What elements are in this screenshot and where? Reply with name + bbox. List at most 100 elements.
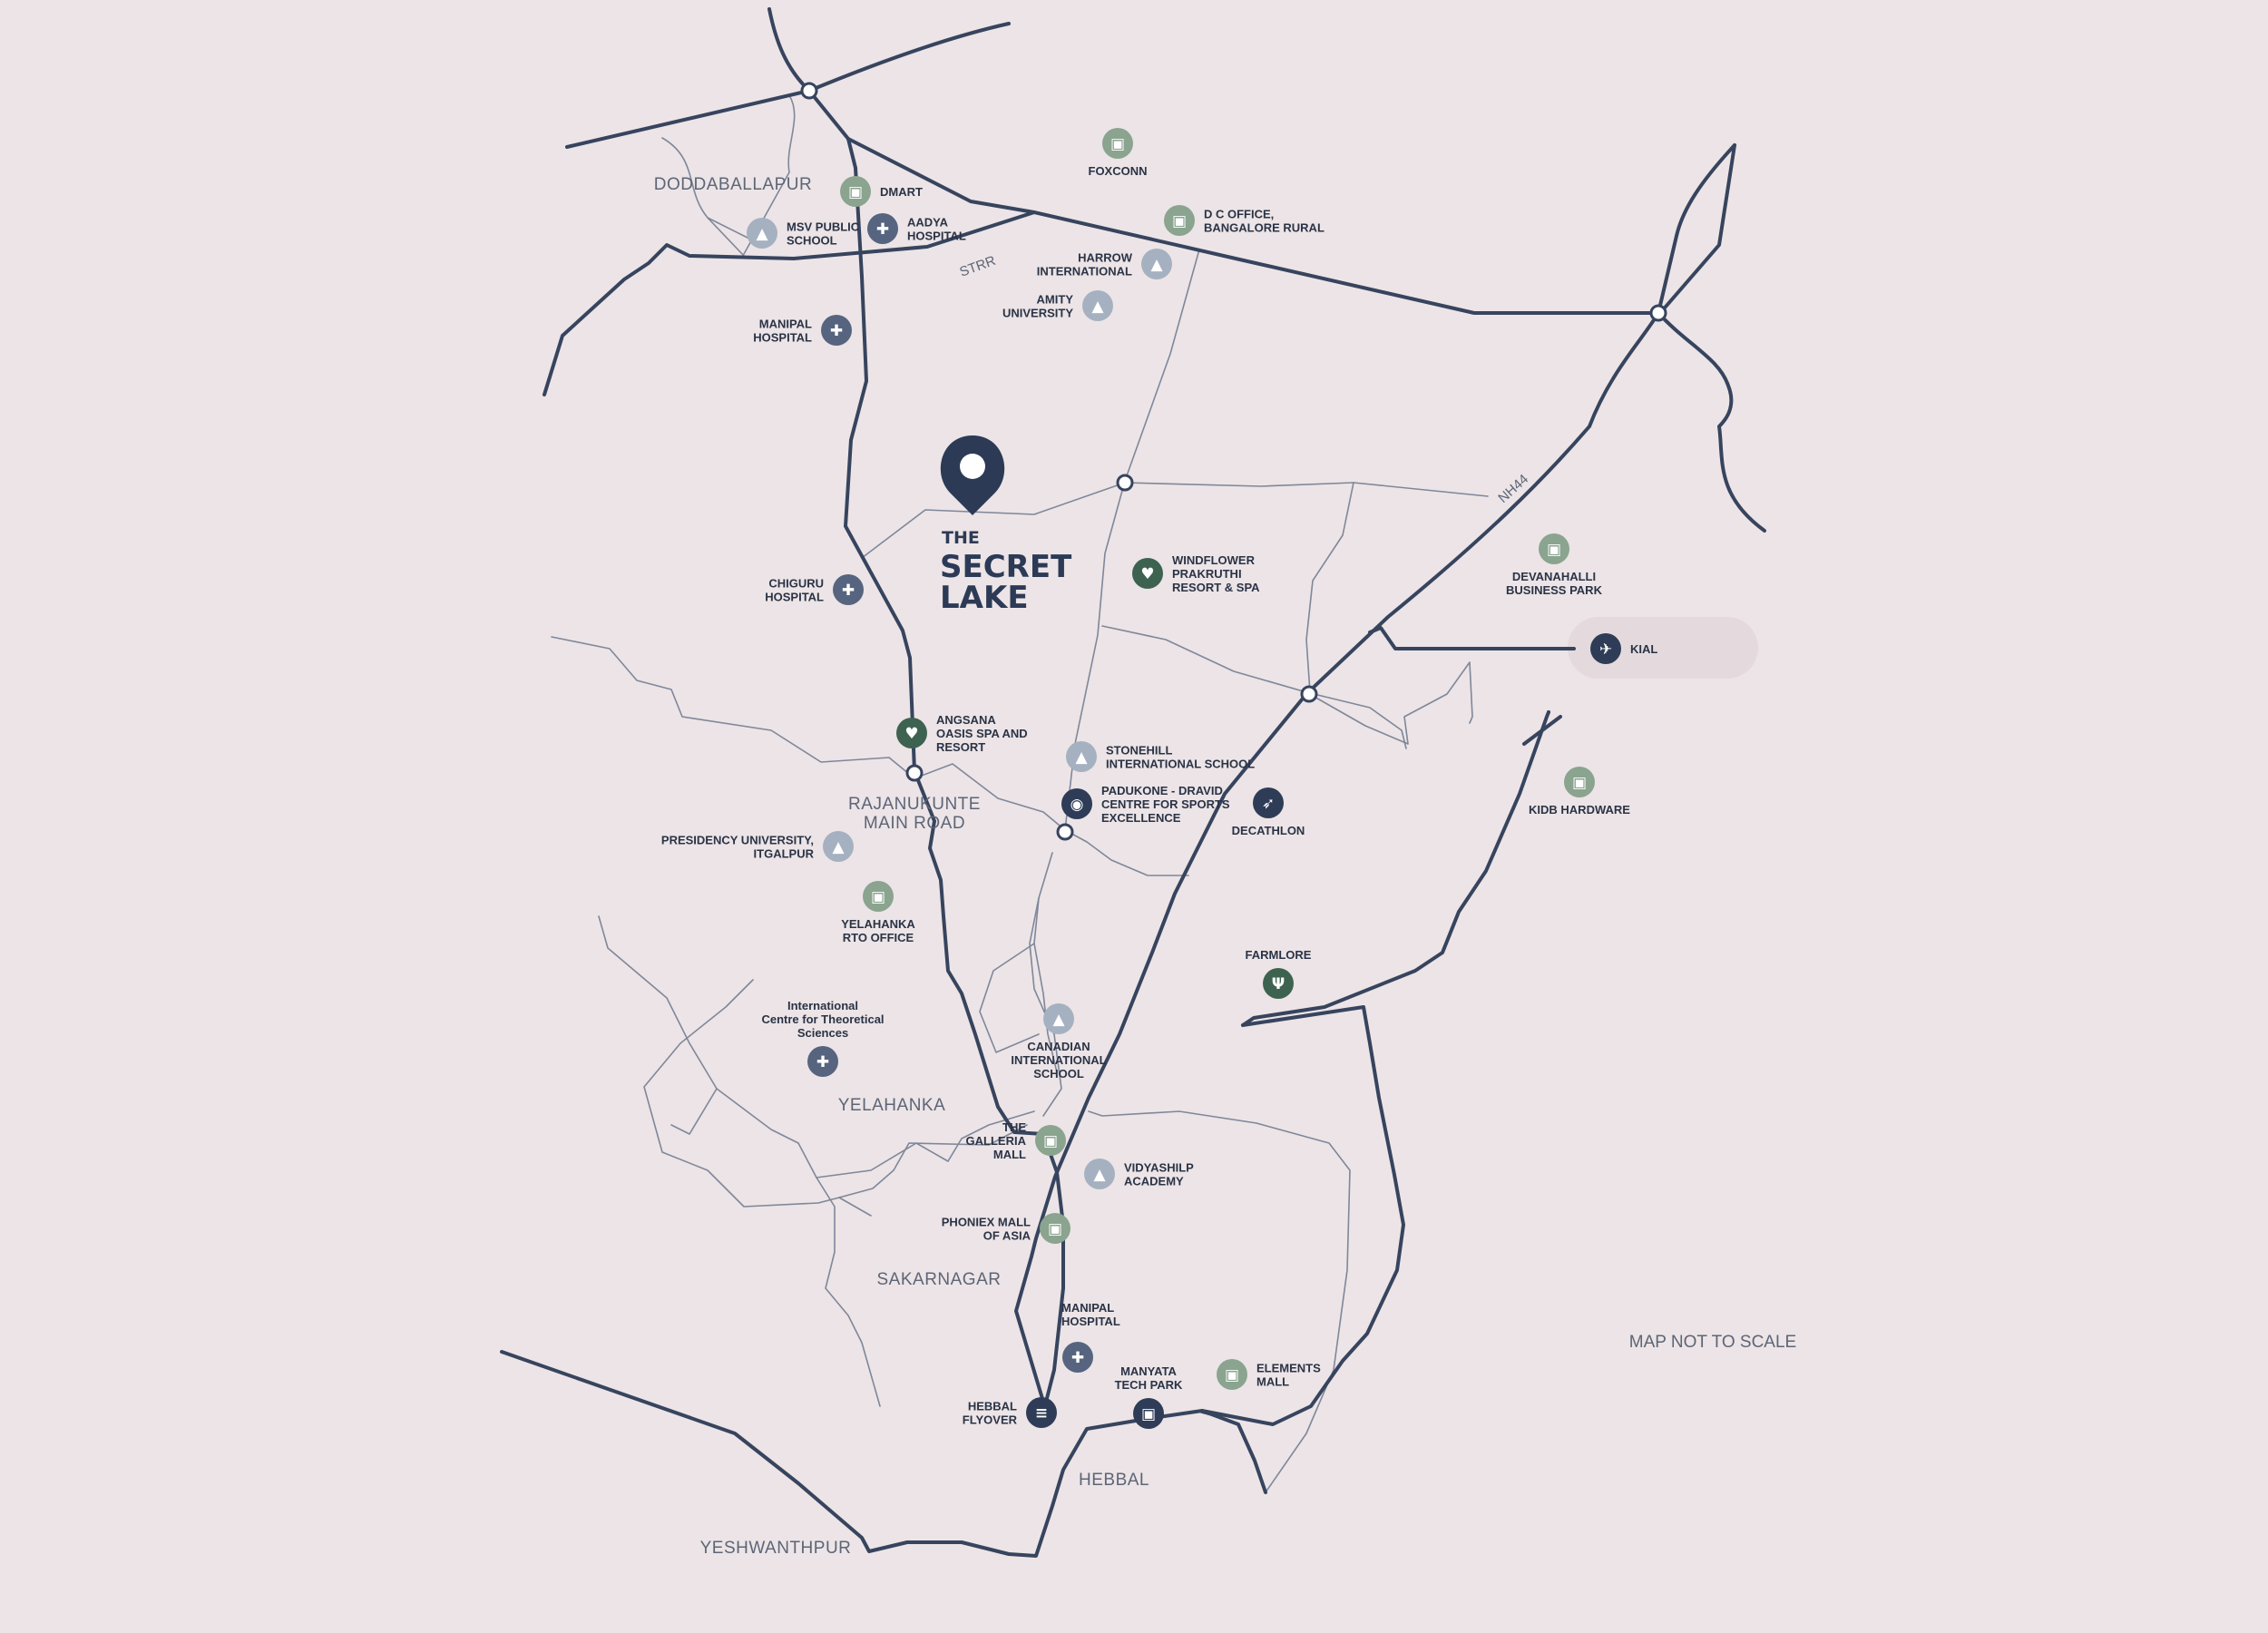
briefcase-icon[interactable] <box>1164 205 1195 236</box>
nh44-road-label: NH44 <box>1495 472 1531 506</box>
marker-label-aadya-hospital: AADYA <box>907 216 949 230</box>
fork-knife-icon[interactable] <box>1263 968 1294 999</box>
marker-label-elements: MALL <box>1256 1375 1289 1389</box>
marker-label-presidency: ITGALPUR <box>754 847 815 861</box>
flyover-icon[interactable] <box>1026 1397 1057 1428</box>
airplane-icon[interactable] <box>1590 633 1621 664</box>
medical-cross-icon[interactable] <box>1062 1342 1093 1373</box>
area-sakarnagar: SAKARNAGAR <box>877 1270 1002 1289</box>
marker-decathlon[interactable]: ➶DECATHLON <box>1232 787 1305 837</box>
marker-label-angsana: RESORT <box>936 740 985 754</box>
marker-foxconn[interactable]: ▣FOXCONN <box>1089 128 1148 178</box>
medical-cross-icon-glyph: ✚ <box>1071 1349 1084 1367</box>
marker-label-windflower: RESORT & SPA <box>1172 581 1260 594</box>
graduation-cap-icon-glyph: ▲ <box>1091 298 1104 316</box>
airplane-icon-glyph: ✈ <box>1599 640 1612 659</box>
shopping-bag-icon[interactable] <box>1217 1359 1247 1390</box>
graduation-cap-icon-glyph: ▲ <box>1052 1011 1065 1029</box>
graduation-cap-icon[interactable] <box>1084 1159 1115 1189</box>
area-yelahanka: YELAHANKA <box>838 1096 946 1115</box>
graduation-cap-icon-glyph: ▲ <box>1150 256 1163 274</box>
briefcase-icon[interactable] <box>1133 1398 1164 1429</box>
medical-cross-icon[interactable] <box>821 315 852 346</box>
lotus-icon[interactable] <box>1132 558 1163 589</box>
area-rajanukunte: RAJANUKUNTE <box>848 795 981 814</box>
graduation-cap-icon[interactable] <box>1141 249 1172 279</box>
marker-label-presidency: PRESIDENCY UNIVERSITY, <box>661 834 814 847</box>
marker-label-canadian: INTERNATIONAL <box>1011 1053 1106 1067</box>
graduation-cap-icon[interactable] <box>747 218 777 249</box>
marker-label-canadian: CANADIAN <box>1027 1040 1090 1053</box>
shopping-bag-icon[interactable] <box>1040 1213 1070 1244</box>
briefcase-icon-glyph: ▣ <box>871 888 885 906</box>
marker-presidency[interactable]: ▲PRESIDENCY UNIVERSITY,ITGALPUR <box>661 831 854 862</box>
briefcase-icon[interactable] <box>1564 767 1595 797</box>
marker-label-chiguru: CHIGURU <box>768 577 824 591</box>
shopping-bag-icon[interactable] <box>1035 1125 1066 1156</box>
map-not-to-scale-note: MAP NOT TO SCALE <box>1629 1333 1796 1352</box>
area-doddaballapur: DODDABALLAPUR <box>654 175 812 194</box>
marker-label-harrow: HARROW <box>1078 251 1133 265</box>
marker-label-decathlon: DECATHLON <box>1232 824 1305 837</box>
medical-cross-icon[interactable] <box>833 574 864 605</box>
marker-dc-office[interactable]: ▣D C OFFICE,BANGALORE RURAL <box>1164 205 1325 236</box>
marker-label-phoenix: PHONIEX MALL <box>942 1216 1031 1229</box>
marker-kidb[interactable]: ▣KIDB HARDWARE <box>1529 767 1630 816</box>
briefcase-icon-glyph: ▣ <box>1547 541 1561 559</box>
project-location[interactable]: THE SECRET LAKE <box>940 435 1072 616</box>
graduation-cap-icon-glyph: ▲ <box>756 225 768 243</box>
minor-roads <box>551 94 1489 1493</box>
marker-dmart[interactable]: ▣DMART <box>840 176 923 207</box>
briefcase-icon[interactable] <box>863 881 894 912</box>
runner-icon[interactable] <box>1253 787 1284 818</box>
shopping-bag-icon[interactable] <box>840 176 871 207</box>
graduation-cap-icon[interactable] <box>1082 290 1113 321</box>
graduation-cap-icon[interactable] <box>1066 741 1097 772</box>
medical-cross-icon[interactable] <box>867 213 898 244</box>
graduation-cap-icon[interactable] <box>823 831 854 862</box>
briefcase-icon[interactable] <box>1539 533 1569 564</box>
graduation-cap-icon-glyph: ▲ <box>1093 1166 1106 1184</box>
shopping-bag-icon-glyph: ▣ <box>1048 1220 1062 1238</box>
briefcase-icon[interactable] <box>1102 128 1133 159</box>
marker-label-padukone: EXCELLENCE <box>1101 811 1181 825</box>
lotus-icon[interactable] <box>896 718 927 748</box>
sports-ball-icon-glyph: ◉ <box>1070 796 1084 814</box>
sports-ball-icon[interactable] <box>1061 788 1092 819</box>
briefcase-icon-glyph: ▣ <box>1141 1405 1156 1423</box>
marker-kial[interactable]: ✈KIAL <box>1590 633 1657 664</box>
graduation-cap-icon[interactable] <box>1043 1003 1074 1034</box>
marker-label-msv-school: SCHOOL <box>787 234 837 248</box>
marker-label-rto: RTO OFFICE <box>843 931 914 944</box>
marker-label-windflower: WINDFLOWER <box>1172 553 1256 567</box>
marker-label-dc-office: D C OFFICE, <box>1204 208 1274 221</box>
medical-cross-icon[interactable] <box>807 1046 838 1077</box>
marker-label-harrow: INTERNATIONAL <box>1037 265 1132 279</box>
junctions <box>800 82 1667 841</box>
area-yeshwanthpur: YESHWANTHPUR <box>700 1539 852 1558</box>
marker-label-amity: UNIVERSITY <box>1002 307 1073 320</box>
marker-label-icts: Centre for Theoretical <box>761 1012 884 1026</box>
